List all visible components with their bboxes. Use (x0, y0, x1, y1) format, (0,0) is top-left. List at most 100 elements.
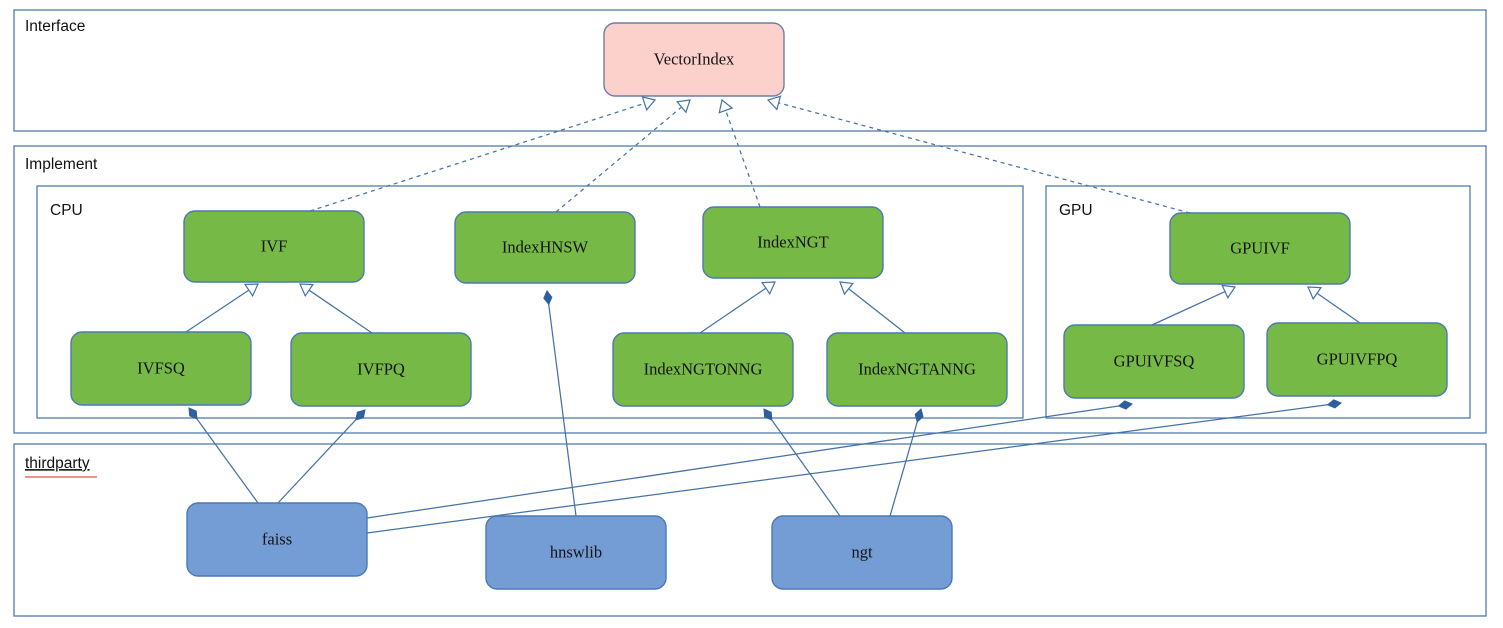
arrowhead-hollow-triangle-icon (243, 283, 259, 298)
node-rect-gpuivfsq[interactable] (1063, 324, 1245, 399)
edge-line-gpuivfsq-gpuivf (1151, 291, 1226, 326)
edge-line-ivfsq-ivf (185, 289, 250, 333)
node-rect-ivfsq[interactable] (70, 331, 252, 406)
edge-line-ivfpq-ivf (308, 289, 373, 334)
edge-line-faiss-gpuivfpq (366, 404, 1328, 534)
edge-line-hnswlib-indexhnsw (548, 304, 577, 517)
edge-ngt-indexngtonng (763, 408, 841, 517)
node-rect-ngt[interactable] (771, 515, 953, 590)
container-label-thirdparty: thirdparty (25, 455, 90, 472)
node-indexngt[interactable]: IndexNGT (702, 206, 884, 279)
arrowhead-filled-diamond-icon (763, 408, 773, 421)
arrowhead-hollow-triangle-icon (676, 99, 691, 114)
node-faiss[interactable]: faiss (186, 502, 368, 577)
node-rect-vectorindex[interactable] (603, 22, 785, 97)
edge-line-ngtonng-indexngt (699, 287, 767, 334)
arrowhead-filled-diamond-icon (355, 409, 366, 421)
edge-line-ngtanng-indexngt (848, 288, 906, 334)
node-label-indexhnsw: IndexHNSW (502, 237, 589, 256)
node-rect-faiss[interactable] (186, 502, 368, 577)
node-ngt[interactable]: ngt (771, 515, 953, 590)
node-rect-indexngtonng[interactable] (612, 332, 794, 407)
edge-faiss-ivfpq (277, 409, 366, 504)
edge-line-indexngt-vectorindex (725, 110, 761, 208)
node-label-gpuivfpq: GPUIVFPQ (1317, 349, 1398, 368)
node-label-ivfsq: IVFSQ (137, 358, 185, 377)
container-label-interface: Interface (25, 18, 85, 35)
node-label-gpuivfsq: GPUIVFSQ (1114, 351, 1195, 370)
edge-gpuivf-vectorindex (766, 95, 1191, 214)
arrowhead-hollow-triangle-icon (1307, 286, 1323, 301)
edges-layer (185, 95, 1361, 534)
node-rect-hnswlib[interactable] (485, 515, 667, 590)
node-rect-gpuivfpq[interactable] (1266, 322, 1448, 397)
edge-line-ivf-vectorindex (309, 102, 645, 212)
arrowhead-hollow-triangle-icon (718, 98, 734, 114)
node-ivfpq[interactable]: IVFPQ (290, 332, 472, 407)
node-indexhnsw[interactable]: IndexHNSW (454, 211, 636, 284)
edge-line-faiss-ivfsq (196, 418, 259, 504)
node-rect-gpuivf[interactable] (1169, 212, 1351, 285)
node-label-gpuivf: GPUIVF (1230, 238, 1290, 257)
edge-ivf-vectorindex (309, 96, 657, 212)
arrowhead-filled-diamond-icon (543, 290, 553, 306)
node-gpuivf[interactable]: GPUIVF (1169, 212, 1351, 285)
arrowhead-filled-diamond-icon (1117, 400, 1133, 410)
node-label-ngt: ngt (851, 542, 873, 561)
node-label-ivfpq: IVFPQ (357, 359, 405, 378)
node-label-indexngtanng: IndexNGTANNG (858, 359, 976, 378)
node-label-indexngtonng: IndexNGTONNG (644, 359, 763, 378)
edge-faiss-gpuivfpq (366, 399, 1342, 534)
edge-faiss-ivfsq (188, 407, 259, 504)
node-label-faiss: faiss (262, 529, 292, 548)
node-rect-indexngtanng[interactable] (826, 332, 1008, 407)
node-ivfsq[interactable]: IVFSQ (70, 331, 252, 406)
node-rect-indexhnsw[interactable] (454, 211, 636, 284)
arrowhead-filled-diamond-icon (1326, 399, 1342, 409)
edge-ivfpq-ivf (299, 283, 373, 334)
node-rect-ivfpq[interactable] (290, 332, 472, 407)
node-vectorindex[interactable]: VectorIndex (603, 22, 785, 97)
edge-indexngt-vectorindex (718, 98, 761, 208)
edge-line-faiss-ivfpq (277, 419, 357, 504)
arrowhead-hollow-triangle-icon (766, 95, 782, 111)
edge-ivfsq-ivf (185, 283, 259, 333)
node-ivf[interactable]: IVF (183, 210, 365, 283)
node-hnswlib[interactable]: hnswlib (485, 515, 667, 590)
container-label-gpu: GPU (1059, 202, 1093, 219)
edge-gpuivfpq-gpuivf (1307, 286, 1361, 324)
arrowhead-hollow-triangle-icon (641, 96, 657, 112)
edge-line-ngt-indexngtonng (771, 419, 841, 517)
container-label-cpu: CPU (50, 202, 83, 219)
edge-line-gpuivfpq-gpuivf (1316, 292, 1361, 324)
node-indexngtonng[interactable]: IndexNGTONNG (612, 332, 794, 407)
node-label-hnswlib: hnswlib (550, 542, 602, 561)
edge-faiss-gpuivfsq (366, 400, 1133, 519)
node-indexngtanng[interactable]: IndexNGTANNG (826, 332, 1008, 407)
node-label-indexngt: IndexNGT (757, 232, 828, 251)
edge-line-indexhnsw-vectorindex (555, 106, 682, 213)
arrowhead-hollow-triangle-icon (839, 281, 854, 296)
node-rect-ivf[interactable] (183, 210, 365, 283)
node-label-vectorindex: VectorIndex (654, 49, 735, 68)
edge-ngtonng-indexngt (699, 281, 776, 334)
edge-ngt-indexngtanng (889, 408, 924, 517)
arrowhead-filled-diamond-icon (914, 408, 924, 423)
node-gpuivfsq[interactable]: GPUIVFSQ (1063, 324, 1245, 399)
edge-ngtanng-indexngt (839, 281, 906, 334)
node-label-ivf: IVF (261, 236, 288, 255)
container-label-implement: Implement (25, 156, 98, 173)
edge-line-faiss-gpuivfsq (366, 405, 1119, 519)
edge-hnswlib-indexhnsw (543, 290, 577, 517)
arrowhead-hollow-triangle-icon (760, 281, 776, 296)
arrowhead-hollow-triangle-icon (1221, 284, 1237, 300)
edge-gpuivfsq-gpuivf (1151, 284, 1237, 326)
node-gpuivfpq[interactable]: GPUIVFPQ (1266, 322, 1448, 397)
edge-line-gpuivf-vectorindex (778, 102, 1191, 214)
arrowhead-filled-diamond-icon (188, 407, 198, 420)
edge-line-ngt-indexngtanng (889, 421, 918, 517)
edge-indexhnsw-vectorindex (555, 99, 691, 213)
node-rect-indexngt[interactable] (702, 206, 884, 279)
